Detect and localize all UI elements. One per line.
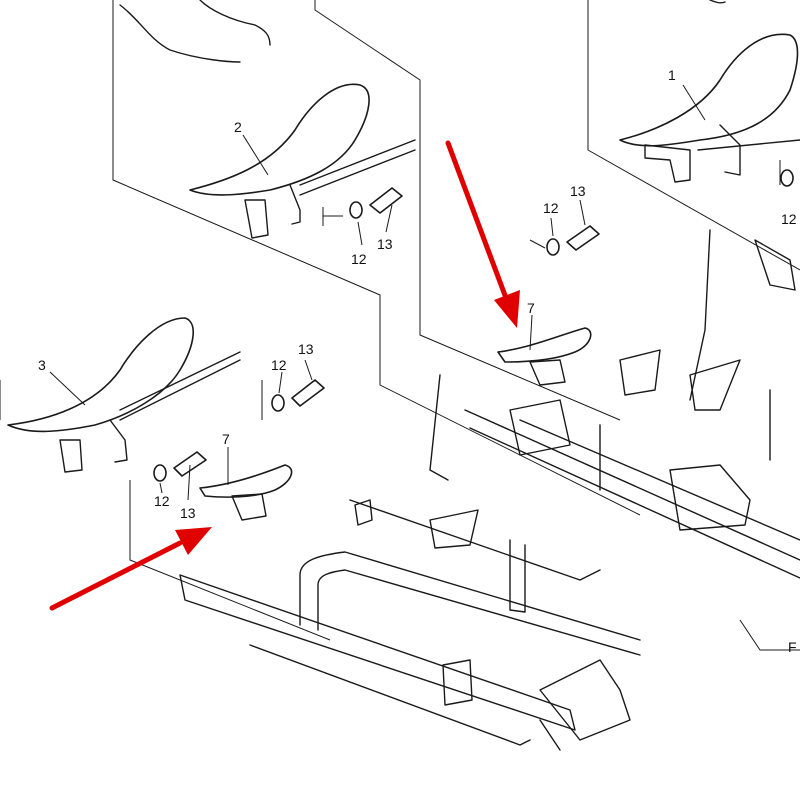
- top-partial-part: [119, 0, 726, 63]
- part-labels: 1 2 3 7 7 12 13 12 13 12 13 12 13 12 F: [38, 67, 797, 655]
- part-1-seat: [619, 33, 800, 183]
- label-part-2: 2: [234, 119, 242, 135]
- part-7-left: [199, 464, 293, 521]
- label-part-12-a: 12: [351, 251, 367, 267]
- label-part-1: 1: [668, 67, 676, 83]
- label-part-13-c: 13: [298, 341, 314, 357]
- guide-lines: [0, 0, 800, 651]
- hardware-12-13: [153, 169, 794, 482]
- label-part-13-b: 13: [570, 183, 586, 199]
- part-3-seat: [7, 317, 241, 473]
- label-part-12-d: 12: [154, 493, 170, 509]
- label-part-12-c: 12: [271, 357, 287, 373]
- label-part-13-d: 13: [180, 505, 196, 521]
- part-7-right: [497, 327, 592, 386]
- label-part-13-a: 13: [377, 236, 393, 252]
- frame-assembly: [179, 229, 800, 751]
- label-part-3: 3: [38, 357, 46, 373]
- label-part-7-left: 7: [222, 431, 230, 447]
- leader-lines: [49, 84, 706, 501]
- label-part-7-right: 7: [527, 300, 535, 316]
- label-frame-ref: F: [788, 639, 797, 655]
- label-part-12-b: 12: [543, 200, 559, 216]
- highlight-arrow-right: [445, 140, 520, 328]
- highlight-arrow-left: [49, 527, 212, 611]
- label-part-12-e: 12: [781, 211, 797, 227]
- part-2-seat: [189, 83, 416, 239]
